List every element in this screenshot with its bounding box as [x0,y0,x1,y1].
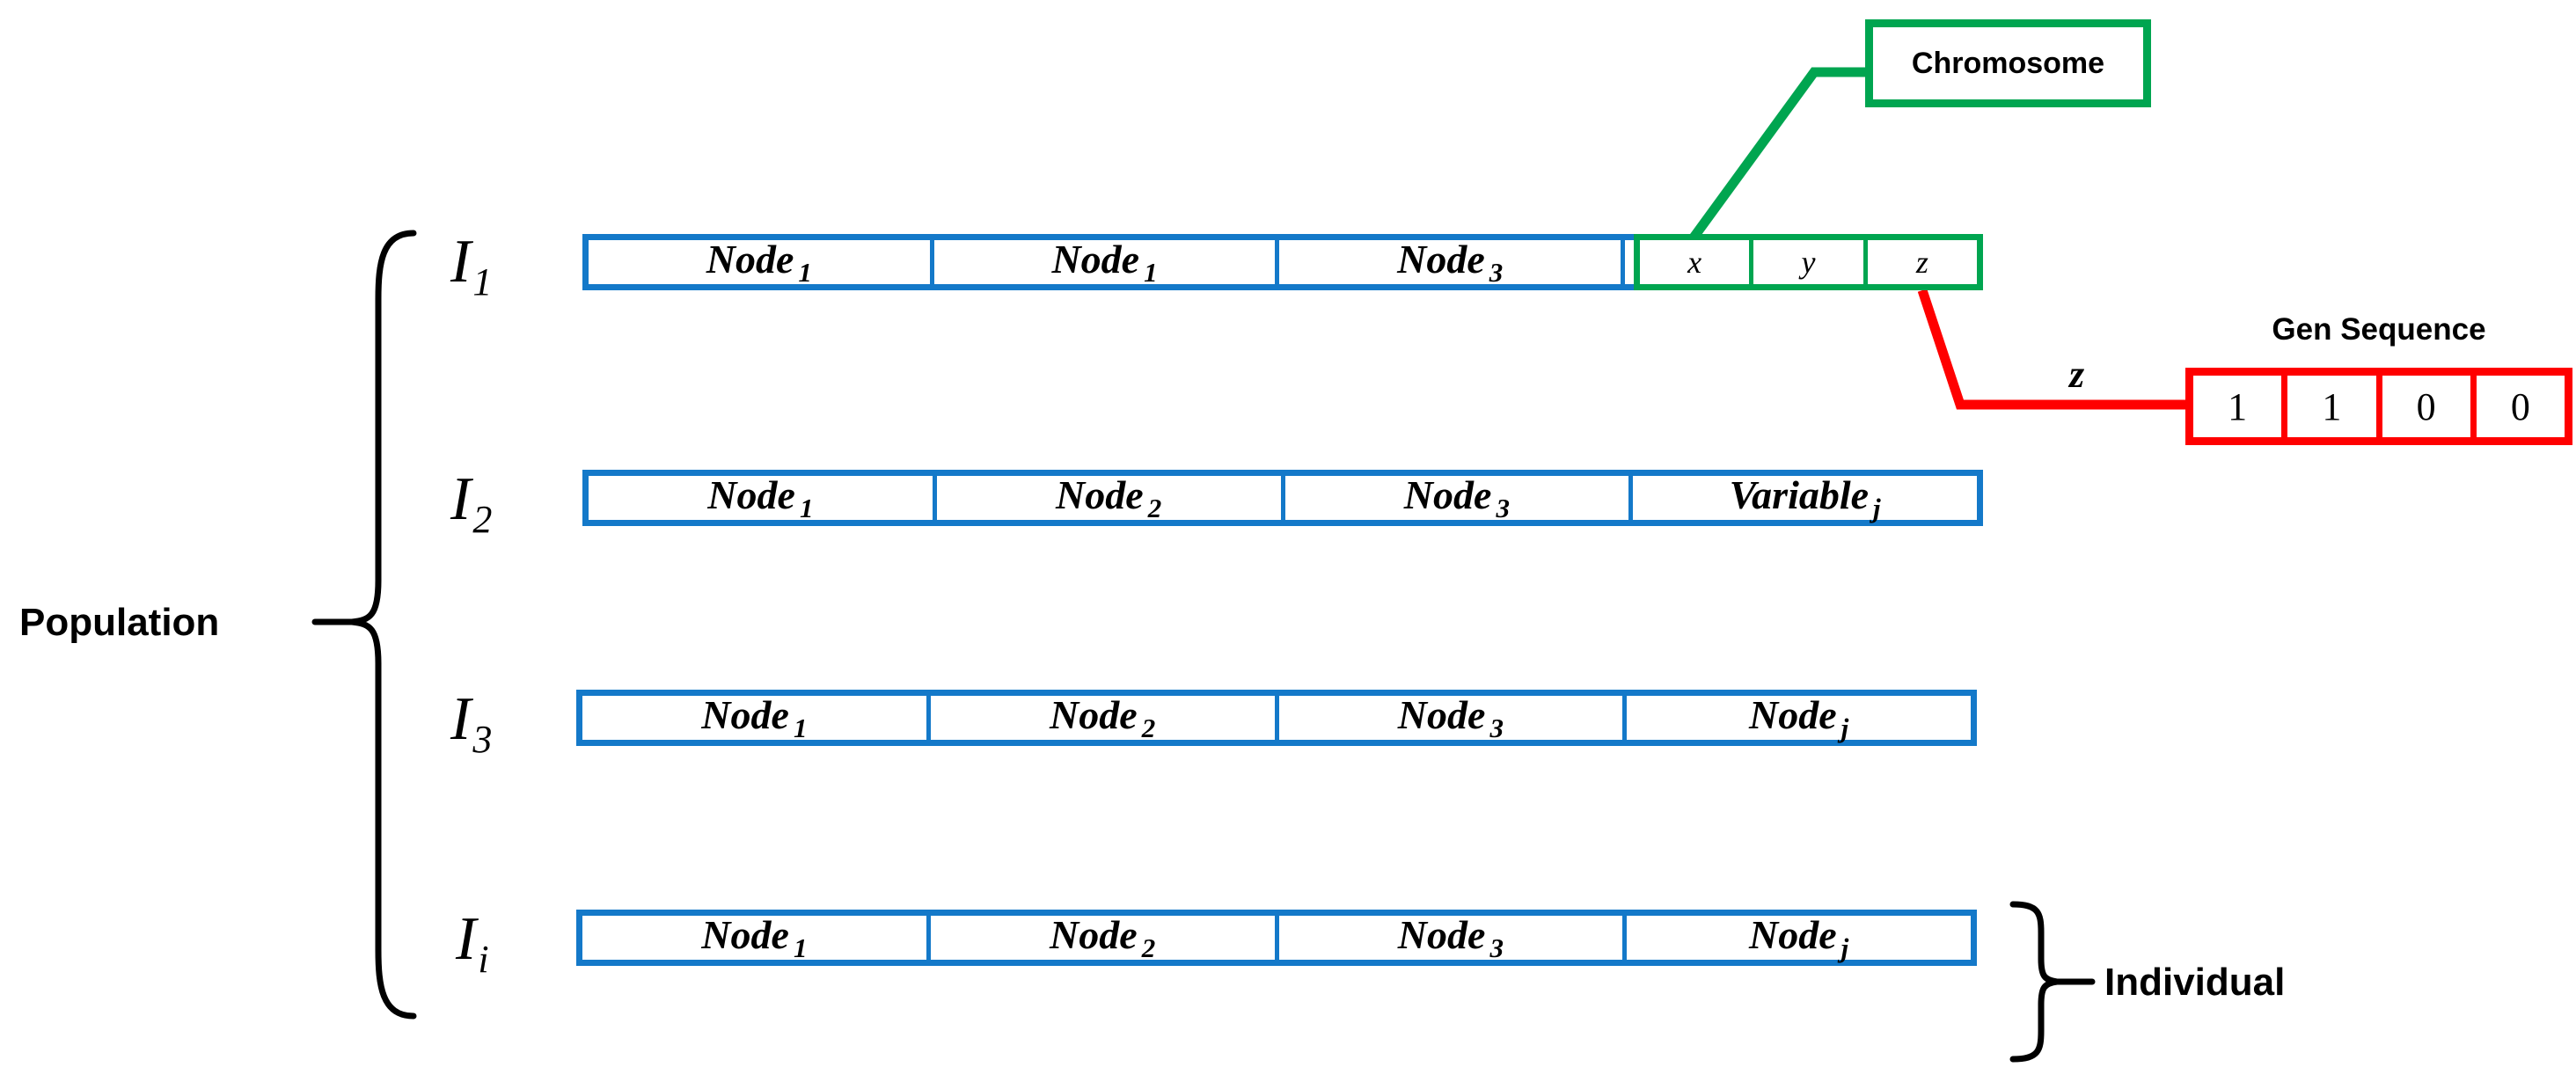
gen-sequence-box[interactable]: 1 1 0 0 [2185,368,2572,445]
gen-link-label: z [2069,353,2085,396]
population-brace [351,230,417,1020]
gen-sequence-title: Gen Sequence [2272,312,2486,347]
gen-bit-value: 0 [2416,384,2436,428]
chromosome-cell-y[interactable]: y [1753,240,1868,284]
chromosome-callout-label: Chromosome [1911,46,2105,80]
individual-id-3: I3 [450,684,492,762]
chromosome-cell-label: x [1687,245,1702,280]
gen-bit-value: 0 [2510,384,2530,428]
individual-id-sub: 3 [472,718,493,761]
gen-bit-cell[interactable]: 1 [2193,376,2288,437]
individual-id-sub: i [478,938,489,981]
chromosome-cell-x[interactable]: x [1640,240,1754,284]
population-label: Population [19,601,220,644]
individual-id-sub: 2 [472,498,493,541]
individual-id-base: I [450,685,472,753]
chromosome-callout-box[interactable]: Chromosome [1865,19,2151,107]
chromosome-connector [1689,67,1865,241]
individual-id-2: I2 [450,464,492,542]
chromosome-cell-label: y [1801,245,1816,280]
individual-id-base: I [456,905,477,973]
chromosome-cell-label: z [1915,245,1928,280]
chromosome-group[interactable]: x y z [1634,234,1983,290]
gen-bit-value: 1 [2322,384,2342,428]
individual-id-i: Ii [456,904,489,982]
individual-brace [2009,901,2058,1063]
gen-bit-cell[interactable]: 0 [2476,376,2565,437]
gen-bit-cell[interactable]: 0 [2382,376,2477,437]
individual-id-base: I [450,228,472,296]
chromosome-cell-z[interactable]: z [1867,240,1977,284]
gen-bit-value: 1 [2228,384,2248,428]
individual-id-sub: 1 [472,260,493,303]
individual-id-base: I [450,465,472,533]
individual-label: Individual [2104,961,2286,1004]
gen-bit-cell[interactable]: 1 [2287,376,2382,437]
gen-sequence-connector [1917,289,2185,410]
individual-id-1: I1 [450,227,492,304]
